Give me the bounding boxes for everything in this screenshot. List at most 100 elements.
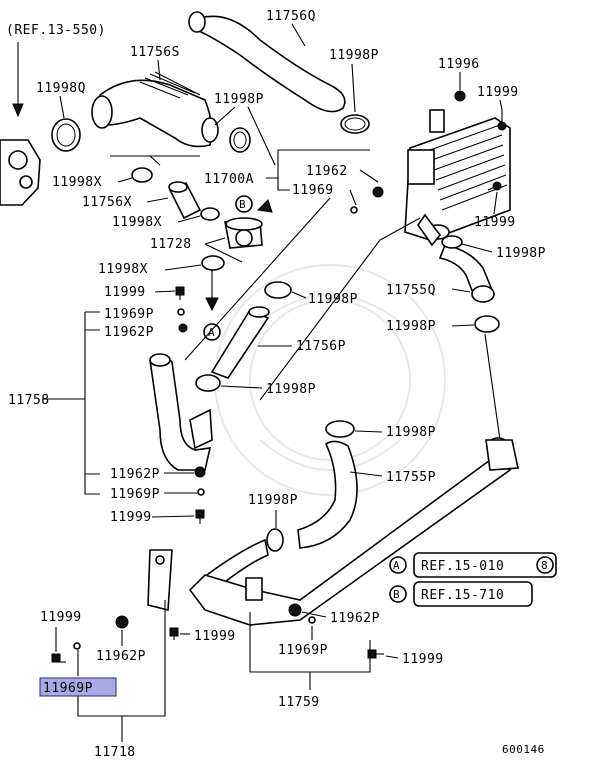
label-11758[interactable]: 11758	[8, 393, 50, 408]
ref-A-box[interactable]	[413, 552, 557, 578]
leader-long-b	[259, 217, 421, 401]
hose-11755Q-part[interactable]	[438, 244, 495, 303]
marker-A-mid[interactable]	[203, 323, 221, 341]
marker-B-ref-text: B	[393, 588, 400, 601]
pipe-11758-part[interactable]	[149, 353, 213, 471]
label-11999-b[interactable]: 11999	[474, 215, 516, 230]
clamp-11998X-a[interactable]	[131, 167, 153, 183]
pipe-11759-part[interactable]	[188, 437, 519, 626]
clamp-11998Q[interactable]	[51, 118, 81, 152]
label-11962P-a[interactable]: 11962P	[104, 325, 154, 340]
grommet-11962P-b[interactable]	[194, 466, 206, 478]
leader-11998P-c	[291, 291, 307, 299]
label-11755P[interactable]: 11755P	[386, 470, 436, 485]
label-11998X-a[interactable]: 11998X	[52, 175, 102, 190]
clamp-11998P-f[interactable]	[474, 315, 500, 333]
label-11999-c[interactable]: 11999	[104, 285, 146, 300]
label-11998P-g[interactable]: 11998P	[386, 425, 436, 440]
valve-11728-part[interactable]	[224, 217, 263, 249]
leader-11998P-f	[451, 324, 475, 327]
marker-A-ref[interactable]	[389, 556, 407, 574]
label-11998P-c[interactable]: 11998P	[308, 292, 358, 307]
label-11998P-d[interactable]: 11998P	[266, 382, 316, 397]
label-11969-a[interactable]: 11969	[292, 183, 334, 198]
bolt-11999-d[interactable]	[195, 509, 205, 524]
washer-11969P-c[interactable]	[73, 642, 81, 650]
label-11999-f[interactable]: 11999	[194, 629, 236, 644]
label-11700A[interactable]: 11700A	[204, 172, 254, 187]
label-11969P-a[interactable]: 11969P	[104, 307, 154, 322]
label-11999-a[interactable]: 11999	[477, 85, 519, 100]
bolt-11999-f[interactable]	[169, 627, 179, 640]
leader-11998P-e	[461, 243, 493, 253]
label-11759[interactable]: 11759	[278, 695, 320, 710]
throttle-body-part[interactable]	[0, 139, 41, 206]
clamp-11998P-g[interactable]	[325, 420, 355, 438]
intercooler-11700A-part[interactable]	[404, 109, 511, 247]
clamp-11998P-h[interactable]	[266, 528, 284, 552]
washer-11969P-b[interactable]	[197, 488, 205, 496]
label-11756X[interactable]: 11756X	[82, 195, 132, 210]
ref-B-box[interactable]	[413, 581, 533, 607]
clamp-11998P-c[interactable]	[264, 281, 292, 299]
clamp-11998P-d[interactable]	[195, 374, 221, 392]
label-11756S[interactable]: 11756S	[130, 45, 180, 60]
label-11999-g[interactable]: 11999	[402, 652, 444, 667]
bracket-11718	[77, 600, 166, 742]
duct-11756S-part[interactable]	[91, 71, 219, 148]
bolt-11999-b[interactable]	[487, 181, 502, 191]
label-11755Q[interactable]: 11755Q	[386, 283, 436, 298]
washer-11969P-a[interactable]	[177, 308, 185, 316]
bolt-11999-e[interactable]	[51, 653, 66, 663]
label-11998P-f[interactable]: 11998P	[386, 319, 436, 334]
clamp-11998P-b[interactable]	[229, 127, 251, 153]
label-11969P-b[interactable]: 11969P	[110, 487, 160, 502]
label-11998X-b[interactable]: 11998X	[112, 215, 162, 230]
label-11718[interactable]: 11718	[94, 745, 136, 760]
washer-11969-a[interactable]	[350, 206, 358, 214]
bolt-11999-c[interactable]	[175, 286, 185, 300]
grommet-11962P-a[interactable]	[178, 323, 188, 333]
clamp-11998X-b[interactable]	[200, 207, 220, 221]
label-11998X-c[interactable]: 11998X	[98, 262, 148, 277]
label-11998P-a[interactable]: 11998P	[329, 48, 379, 63]
grommet-11962P-d[interactable]	[115, 615, 129, 629]
leader-11962-a	[359, 169, 379, 183]
label-11998Q[interactable]: 11998Q	[36, 81, 86, 96]
ref-A-badge-text: 8	[541, 559, 548, 572]
hose-11756P-part[interactable]	[210, 306, 270, 379]
leader-11756X	[146, 197, 169, 203]
hose-11756Q-part[interactable]	[188, 11, 346, 113]
label-11728[interactable]: 11728	[150, 237, 192, 252]
clamp-11998P-top[interactable]	[340, 114, 370, 134]
nut-11996[interactable]	[454, 90, 466, 102]
ref-top-label[interactable]: (REF.13-550)	[6, 23, 106, 38]
marker-B-top[interactable]	[235, 195, 253, 213]
bolt-11999-a[interactable]	[497, 110, 507, 131]
label-11998P-h[interactable]: 11998P	[248, 493, 298, 508]
label-11756Q[interactable]: 11756Q	[266, 9, 316, 24]
clamp-11998P-e[interactable]	[441, 235, 463, 249]
hose-11756X-part[interactable]	[168, 181, 202, 220]
label-11996[interactable]: 11996	[438, 57, 480, 72]
bolt-11999-g[interactable]	[367, 649, 384, 659]
bracket-plate[interactable]	[147, 549, 173, 612]
label-11962P-b[interactable]: 11962P	[110, 467, 160, 482]
clamp-11998X-c[interactable]	[201, 255, 225, 271]
label-11999-e[interactable]: 11999	[40, 610, 82, 625]
marker-A-ref-text: A	[393, 559, 400, 572]
label-11999-d[interactable]: 11999	[110, 510, 152, 525]
marker-B-ref[interactable]	[389, 585, 407, 603]
label-11962-a[interactable]: 11962	[306, 164, 348, 179]
washer-11969P-d[interactable]	[308, 616, 316, 624]
label-11962P-c[interactable]: 11962P	[330, 611, 380, 626]
label-11756P[interactable]: 11756P	[296, 339, 346, 354]
grommet-11962P-c[interactable]	[288, 603, 302, 617]
label-11962P-d[interactable]: 11962P	[96, 649, 146, 664]
leader-11998P-d	[220, 385, 263, 389]
label-11998P-b[interactable]: 11998P	[214, 92, 264, 107]
hose-11755P-part[interactable]	[297, 440, 358, 549]
label-11998P-e[interactable]: 11998P	[496, 246, 546, 261]
label-11969P-c[interactable]: 11969P	[278, 643, 328, 658]
grommet-11962-a[interactable]	[372, 186, 384, 198]
